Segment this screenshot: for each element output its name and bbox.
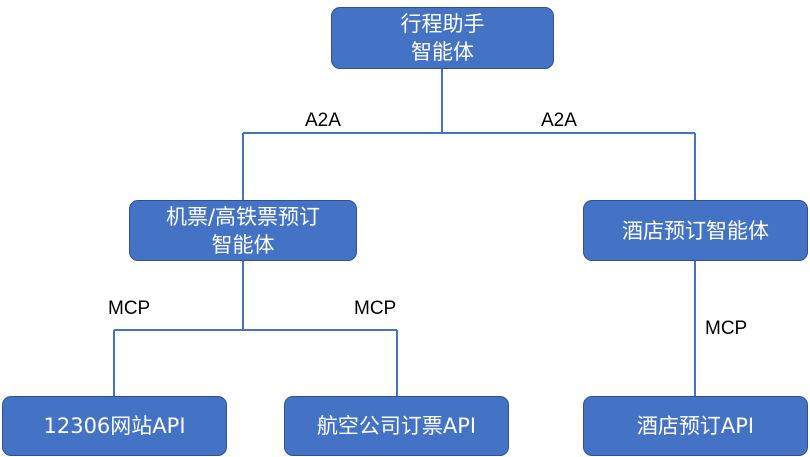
node-label-line2: 智能体 (411, 40, 474, 64)
edge-label-mcp-middle: MCP (354, 298, 397, 319)
node-airline-booking-api[interactable]: 航空公司订票API (284, 396, 509, 456)
node-label: 酒店预订智能体 (622, 218, 769, 243)
edge-label-mcp-right: MCP (705, 318, 748, 339)
edge-label-a2a-left: A2A (305, 110, 341, 131)
node-label: 酒店预订API (636, 414, 755, 438)
node-hotel-booking-agent[interactable]: 酒店预订智能体 (583, 200, 808, 261)
node-label-line1: 行程助手 (400, 12, 485, 36)
node-12306-api[interactable]: 12306网站API (2, 396, 227, 456)
node-label: 航空公司订票API (316, 414, 477, 438)
node-ticket-booking-agent[interactable]: 机票/高铁票预订 智能体 (129, 200, 357, 261)
node-label: 12306网站API (43, 414, 186, 438)
edge-label-a2a-right: A2A (541, 110, 577, 131)
edge-label-mcp-left: MCP (108, 298, 151, 319)
node-label-line2: 智能体 (211, 232, 275, 257)
node-hotel-booking-api[interactable]: 酒店预订API (583, 396, 808, 456)
node-label-line1: 机票/高铁票预订 (165, 204, 321, 229)
node-itinerary-assistant-agent[interactable]: 行程助手 智能体 (331, 7, 554, 69)
